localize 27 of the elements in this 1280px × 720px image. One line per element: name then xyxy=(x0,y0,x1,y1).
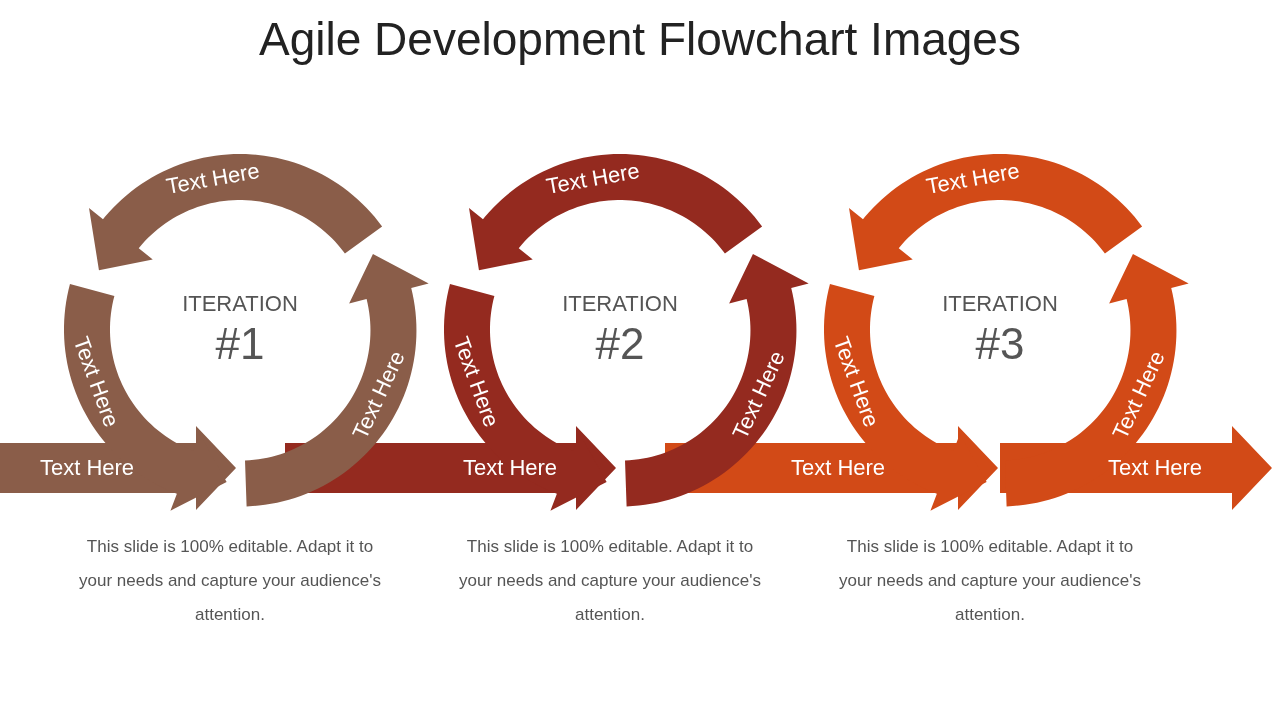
arrow-label: Text Here xyxy=(924,158,1023,201)
iteration-number: #3 xyxy=(974,318,1026,370)
arrow-label: Text Here xyxy=(827,333,885,431)
curved-arrow-shape xyxy=(469,154,763,271)
arrow-label: Text Here xyxy=(1107,346,1171,443)
description-text: This slide is 100% editable. Adapt it to your needs and capture your audience's attention. xyxy=(78,536,382,626)
curved-arrow-shape xyxy=(89,154,383,271)
arrow-label: Text Here xyxy=(164,158,263,201)
arrow-label: Text Here xyxy=(347,346,411,443)
slide-title: Agile Development Flowchart Images xyxy=(258,12,1022,66)
iteration-number: #2 xyxy=(594,318,646,370)
arrow-label: Text Here xyxy=(67,333,125,431)
arrow-label: Text Here xyxy=(790,455,886,481)
iteration-heading: ITERATION xyxy=(941,290,1059,318)
iteration-heading: ITERATION xyxy=(561,290,679,318)
iteration-heading: ITERATION xyxy=(181,290,299,318)
arrow-label: Text Here xyxy=(544,158,643,201)
block-arrow-shape xyxy=(0,426,236,510)
arrow-label: Text Here xyxy=(447,333,505,431)
arrow-label: Text Here xyxy=(462,455,558,481)
arrow-label: Text Here xyxy=(1107,455,1203,481)
iteration-number: #1 xyxy=(214,318,266,370)
description-text: This slide is 100% editable. Adapt it to your needs and capture your audience's attention. xyxy=(838,536,1142,626)
description-text: This slide is 100% editable. Adapt it to your needs and capture your audience's attention. xyxy=(458,536,762,626)
arrow-label: Text Here xyxy=(39,455,135,481)
curved-arrow-shape xyxy=(849,154,1143,271)
arrow-label: Text Here xyxy=(727,346,791,443)
